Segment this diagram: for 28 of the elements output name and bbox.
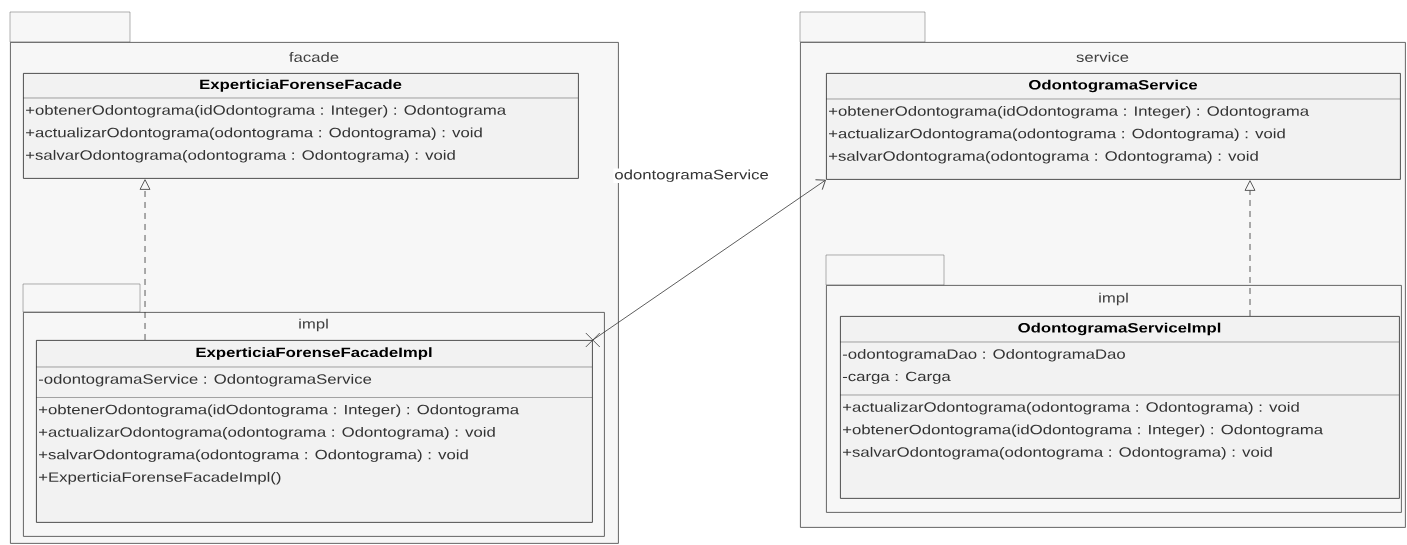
class-name: ExperticiaForenseFacadeImpl [196,347,432,360]
member-text: +obtenerOdontograma(idOdontograma : Integer) : Odontograma [26,104,507,118]
member-text: +salvarOdontograma(odontograma : Odontograma) : void [26,149,455,163]
arrow [139,179,151,341]
edge-label: odontogramaService [613,168,770,184]
member-text: +actualizarOdontograma(odontograma : Odontograma) : void [26,127,482,141]
member-text: +actualizarOdontograma(odontograma : Odontograma) : void [843,401,1299,415]
member-text: +salvarOdontograma(odontograma : Odontograma) : void [843,446,1272,460]
member-text: +obtenerOdontograma(idOdontograma : Integer) : Odontograma [39,404,520,418]
member-text: +actualizarOdontograma(odontograma : Odontograma) : void [829,128,1285,142]
package-name: facade [289,52,339,62]
arrow [1244,180,1256,317]
member-text: +salvarOdontograma(odontograma : Odontograma) : void [39,449,468,463]
member-text: +salvarOdontograma(odontograma : Odontograma) : void [829,150,1258,164]
class-name: OdontogramaService [1029,79,1198,93]
class-name: ExperticiaForenseFacade [200,79,402,92]
member-text: +actualizarOdontograma(odontograma : Odontograma) : void [39,426,495,440]
member-text: +ExperticiaForenseFacadeImpl() [39,471,281,485]
member-text: +obtenerOdontograma(idOdontograma : Integer) : Odontograma [829,105,1310,119]
class-name: OdontogramaServiceImpl [1018,322,1221,336]
arrow [585,179,826,348]
member-text: -carga : Carga [842,371,951,384]
package-name: impl [299,318,328,332]
member-text: -odontogramaService : OdontogramaService [38,373,372,387]
package-name: impl [1099,292,1128,306]
member-text: -odontogramaDao : OdontogramaDao [842,348,1125,362]
member-text: +obtenerOdontograma(idOdontograma : Integer) : Odontograma [843,424,1324,438]
package-name: service [1076,52,1129,62]
